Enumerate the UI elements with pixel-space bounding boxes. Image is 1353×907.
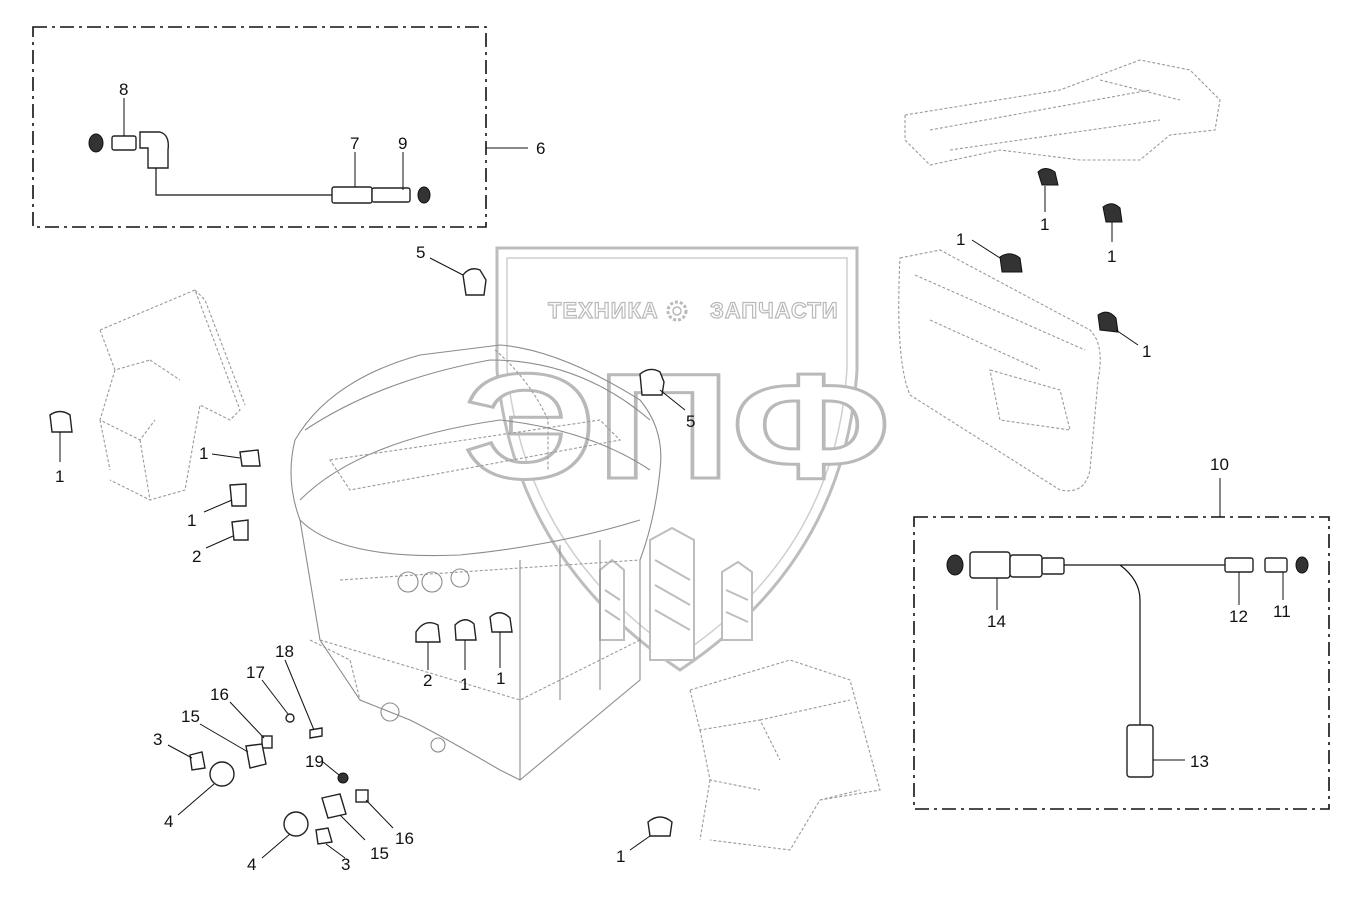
watermark: ТЕХНИКА ЗАПЧАСТИ ЭПФ [462,246,893,672]
callout-9: 9 [398,134,407,153]
callout-1-f: 1 [199,444,208,463]
connector-body [1009,554,1043,578]
callout-3-a: 3 [153,730,162,749]
part-17 [285,713,295,723]
callout-16-b: 16 [395,829,414,848]
part-2-b [415,622,441,643]
callout-1-b: 1 [1107,247,1116,266]
part-1-f [239,449,261,467]
part-19 [337,772,349,784]
loose-parts [49,168,1139,859]
connector-9 [371,187,411,203]
plug-end [946,554,964,576]
part-2-a [231,519,249,541]
callout-1-d: 1 [1142,342,1151,361]
plug-end [417,186,431,204]
connector-12 [1224,557,1254,573]
part-15-b [321,793,347,819]
plug-end [1295,556,1309,574]
connector-13 [1126,724,1154,778]
callout-5-top: 5 [416,243,425,262]
watermark-logo-letters: ЭПФ [463,342,891,510]
part-18 [309,727,323,739]
right-ladder [689,659,881,851]
part-3-b [315,827,333,845]
part-4-b [283,811,309,837]
group-10-parts [946,551,1309,778]
part-1-c [999,253,1023,273]
callout-1-i: 1 [496,669,505,688]
part-4-a [209,761,235,787]
callout-10: 10 [1210,455,1229,474]
watermark-shield [495,246,859,672]
callout-1-h: 1 [460,675,469,694]
part-1-d [1097,311,1119,333]
group-box-6 [32,26,487,228]
callout-14: 14 [987,612,1006,631]
connector-8 [111,135,137,151]
connector-7 [331,186,373,204]
right-panel [898,249,1101,492]
callout-18: 18 [275,642,294,661]
callout-17: 17 [246,663,265,682]
part-3-a [189,751,206,771]
part-1-e [49,410,73,433]
part-1-a [1037,168,1059,186]
callout-4-a: 4 [164,812,173,831]
callout-3-b: 3 [341,855,350,874]
part-15-a [245,743,267,769]
callout-13: 13 [1190,752,1209,771]
part-5-top [462,268,487,296]
part-1-j [647,816,673,837]
callout-19: 19 [305,752,324,771]
callout-1-j: 1 [616,847,625,866]
part-1-g [229,483,247,507]
group-box-10 [913,516,1330,810]
plug-part [88,133,104,153]
callout-15-a: 15 [181,707,200,726]
callout-2-b: 2 [423,671,432,690]
callout-12: 12 [1229,607,1248,626]
callout-1-g: 1 [187,511,196,530]
callout-1-c: 1 [956,230,965,249]
watermark-brand-left: ТЕХНИКА [548,298,659,323]
part-1-i [489,612,513,633]
connector-sleeve [1041,557,1065,575]
group-6-parts [88,98,431,204]
part-1-h [454,619,477,641]
callout-6: 6 [536,139,545,158]
callout-7: 7 [350,134,359,153]
connector-11 [1264,557,1288,573]
part-5-mid [639,368,665,396]
machine-outline [99,59,1221,851]
part-16-a [261,735,273,749]
callout-8: 8 [119,80,128,99]
callout-1-e: 1 [55,467,64,486]
left-ladder [99,289,246,501]
callout-11: 11 [1273,602,1291,621]
part-1-b [1102,203,1123,223]
cab-body [290,344,662,781]
callout-2-a: 2 [192,547,201,566]
gear-icon [666,300,688,322]
part-16-b [355,789,369,803]
watermark-wheat [599,526,753,661]
top-boom [904,59,1221,166]
callout-16-a: 16 [210,685,229,704]
callout-5-mid: 5 [686,412,695,431]
watermark-brand-right: ЗАПЧАСТИ [710,298,839,323]
elbow-connector [139,131,170,169]
callouts: 8 7 9 6 5 5 1 1 1 1 1 1 1 2 2 1 1 1 10 1… [55,80,1291,874]
connector-14 [969,551,1011,579]
callout-4-b: 4 [247,855,256,874]
callout-15-b: 15 [370,844,389,863]
callout-1-a: 1 [1040,215,1049,234]
